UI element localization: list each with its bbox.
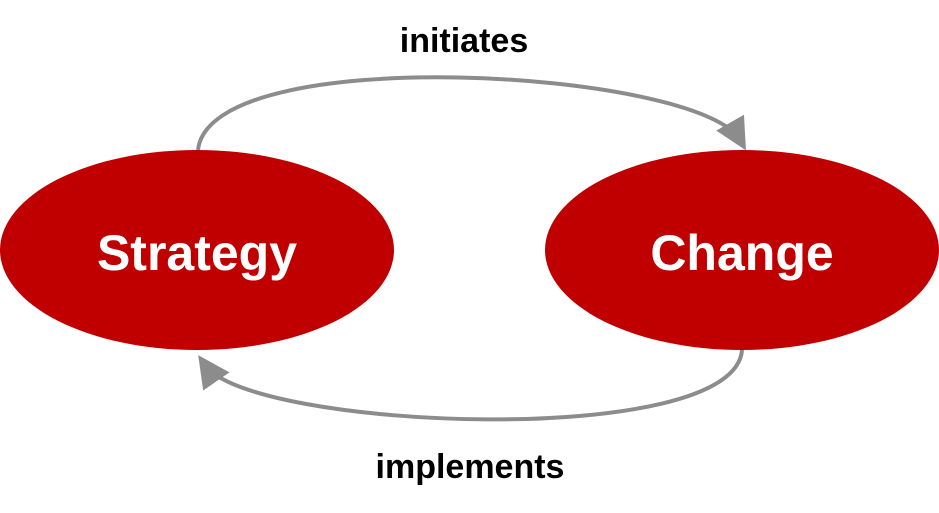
initiates-label: initiates bbox=[400, 22, 528, 60]
change-node bbox=[545, 150, 939, 350]
strategy-node bbox=[0, 150, 394, 350]
strategy-label: Strategy bbox=[97, 225, 297, 281]
arrow-implements bbox=[198, 349, 744, 422]
arrow-initiates bbox=[196, 75, 747, 151]
change-label: Change bbox=[650, 225, 833, 281]
implements-label: implements bbox=[376, 448, 565, 486]
